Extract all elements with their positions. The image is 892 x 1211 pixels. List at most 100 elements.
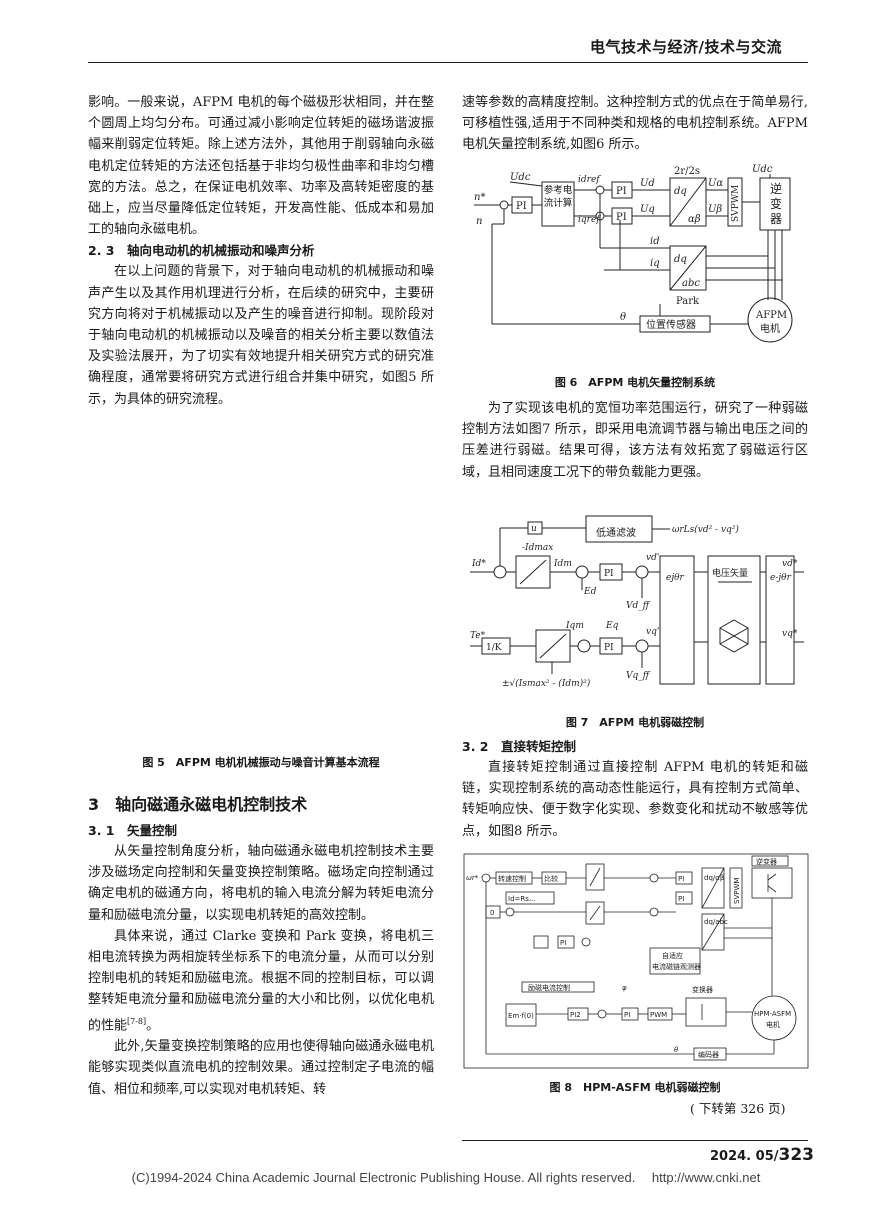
fig6-park-label: Park	[676, 296, 700, 307]
section-3-2-heading: 3. 2 直接转矩控制	[462, 739, 576, 754]
fig8-field-current-label: 励磁电流控制	[528, 983, 570, 992]
fig8-motor	[751, 995, 797, 1041]
fig7-vq-ff: Vq_ff	[626, 671, 651, 681]
left-para-5: 此外,矢量变换控制策略的应用也使得轴向磁通永磁电机能够实现类似直流电机的控制效果…	[88, 1039, 434, 1097]
fig8-limiter-1	[585, 863, 605, 891]
fig7-sqrt-limit: ±√(Ismax² - (Idm)²)	[502, 678, 591, 689]
fig6-pi-2-label: PI	[616, 186, 627, 197]
fig7-vd-ff: Vd_ff	[626, 601, 651, 611]
fig8-encoder-label: 编码器	[698, 1050, 719, 1059]
fig6-label-n: n	[476, 216, 482, 227]
continued-note: ( 下转第 326 页)	[690, 1101, 786, 1116]
fig8-pi-a	[675, 871, 693, 885]
fig8-converter	[685, 997, 727, 1027]
fig6-sum-1	[499, 200, 509, 210]
fig7-sum-2	[575, 565, 589, 579]
citation-ref: [7-8]	[127, 1016, 147, 1026]
fig7-eq: Eq	[605, 621, 619, 631]
fig6-label-udc: Udc	[510, 172, 531, 183]
fig8-diagram: ωr* 转速控制 比较 Id=Rs... 0 PI PI dq/αβ SVPWM…	[462, 852, 810, 1072]
fig8-motor-label-1: HPM-ASFM	[754, 1010, 791, 1018]
fig6-label-ua: Uα	[708, 178, 723, 189]
fig6-sum-2	[595, 185, 605, 195]
fig8-motor-label-2: 电机	[766, 1020, 780, 1029]
fig8-emf-label: Em·f(0)	[508, 1012, 534, 1020]
fig6-label-iqref: iqref	[578, 215, 601, 225]
fig6-transform2-b: abc	[682, 278, 700, 289]
fig8-svpwm	[729, 867, 743, 909]
fig7-diagram: u 低通滤波 ωrLs(vd² - vq²) Id* -Idmax Idm PI…	[466, 510, 806, 695]
fig7-equation: ωrLs(vd² - vq²)	[672, 524, 739, 535]
fig7-id-ref: Id*	[471, 559, 486, 569]
fig6-ref-calc	[541, 181, 575, 227]
fig8-phi: φ	[622, 984, 627, 992]
fig8-flux-observer	[649, 947, 701, 975]
fig7-iqm: Iqm	[565, 621, 584, 631]
fig6-motor	[747, 297, 793, 343]
fig7-caption: 图 7 AFPM 电机弱磁控制	[565, 716, 705, 729]
left-para-4-end: 。	[146, 1017, 160, 1033]
page-number-value: 323	[778, 1145, 815, 1165]
fig7-vq-out: vq*	[782, 629, 798, 639]
fig7-ed: Ed	[583, 587, 597, 597]
right-column-middle: 为了实现该电机的宽恒功率范围运行，研究了一种弱磁控制方法如图7 所示，即采用电流…	[462, 398, 808, 483]
fig8-sum-6	[597, 1009, 607, 1019]
fig8-sum-3	[649, 873, 659, 883]
fig6-label-idref: idref	[578, 175, 601, 185]
fig8-pi-b-label: PI	[678, 895, 684, 903]
fig8-limiter-3	[533, 935, 549, 949]
page-number-prefix: 2024. 05/	[710, 1149, 779, 1164]
fig8-frame	[463, 853, 809, 1069]
fig8-inverter-title	[751, 855, 789, 867]
fig7-rot-1-label: ejθr	[666, 573, 685, 583]
header-rule	[88, 62, 808, 63]
fig6-label-ub: Uβ	[708, 204, 722, 215]
left-para-1: 影响。一般来说，AFPM 电机的每个磁极形状相同，并在整个圆周上均匀分布。可通过…	[88, 95, 434, 238]
section-3-heading: 3 轴向磁通永磁电机控制技术	[88, 795, 308, 814]
fig8-dq-ab	[701, 867, 725, 909]
right-para-1: 速等参数的高精度控制。这种控制方式的优点在于简单易行,可移植性强,适用于不同种类…	[462, 95, 808, 153]
fig7-voltage-vector-label: 电压矢量	[712, 567, 748, 579]
fig6-label-udc2: Udc	[752, 164, 773, 175]
left-para-4-text: 具体来说，通过 Clarke 变换和 Park 变换，将电机三相电流转换为两相旋…	[88, 928, 434, 1033]
fig6-diagram: n* n PI 参考电流计算 Udc idref iqref PI PI Ud …	[470, 160, 810, 360]
fig8-w-ref: ωr*	[466, 874, 479, 882]
fig7-sum-5	[635, 639, 649, 653]
fig7-limit: -Idmax	[522, 543, 553, 553]
fig6-pi-3-label: PI	[616, 212, 627, 223]
fig7-gain-u-label: u	[531, 524, 537, 534]
page-number: 2024. 05/323	[710, 1145, 814, 1165]
fig7-vq: vq'	[646, 627, 659, 637]
fig8-compare-label: 比较	[544, 874, 558, 883]
fig8-speed-ctrl-label: 转速控制	[498, 874, 526, 883]
fig8-pi-a-label: PI	[678, 875, 684, 883]
left-para-2: 在以上问题的背景下，对于轴向电动机的机械振动和噪声产生以及其作用机理进行分析，在…	[88, 264, 434, 407]
fig8-pi-c	[557, 935, 575, 949]
fig7-te-ref: Te*	[470, 631, 486, 641]
fig8-zero-label: 0	[490, 909, 494, 917]
fig7-lpf-label: 低通滤波	[596, 526, 636, 539]
fig6-ref-calc-label: 参考电流计算	[543, 185, 573, 209]
fig6-transform1-title: 2r/2s	[674, 166, 700, 177]
section-3-1-heading: 3. 1 矢量控制	[88, 823, 177, 838]
fig8-block-3	[505, 891, 555, 905]
right-column-top: 速等参数的高精度控制。这种控制方式的优点在于简单易行,可移植性强,适用于不同种类…	[462, 92, 808, 156]
fig6-transform2-a: dq	[674, 254, 687, 265]
fig7-rot-2	[765, 555, 795, 685]
fig7-sum-1	[493, 565, 507, 579]
copyright-footer: (C)1994-2024 China Academic Journal Elec…	[131, 1170, 761, 1185]
fig7-rot-2-label: e-jθr	[770, 573, 792, 583]
right-para-3: 直接转矩控制通过直接控制 AFPM 电机的转矩和磁链，实现控制系统的高动态性能运…	[462, 760, 808, 839]
fig8-block-3-label: Id=Rs...	[508, 895, 536, 903]
fig6-label-iq: iq	[650, 258, 660, 269]
fig8-dq-abc	[701, 913, 725, 951]
fig8-sum-4	[649, 907, 659, 917]
journal-header: 电气技术与经济/技术与交流	[590, 38, 782, 56]
fig8-fb-label: PI2	[570, 1011, 581, 1019]
fig6-pi-1-label: PI	[516, 201, 527, 212]
fig7-sum-4	[577, 639, 591, 653]
section-2-3-heading: 2. 3 轴向电动机的机械振动和噪声分析	[88, 243, 315, 259]
fig6-label-theta: θ	[620, 312, 626, 323]
fig8-dq-ab-label: dq/αβ	[704, 874, 724, 882]
fig5-caption: 图 5 AFPM 电机机械振动与噪音计算基本流程	[142, 756, 380, 769]
